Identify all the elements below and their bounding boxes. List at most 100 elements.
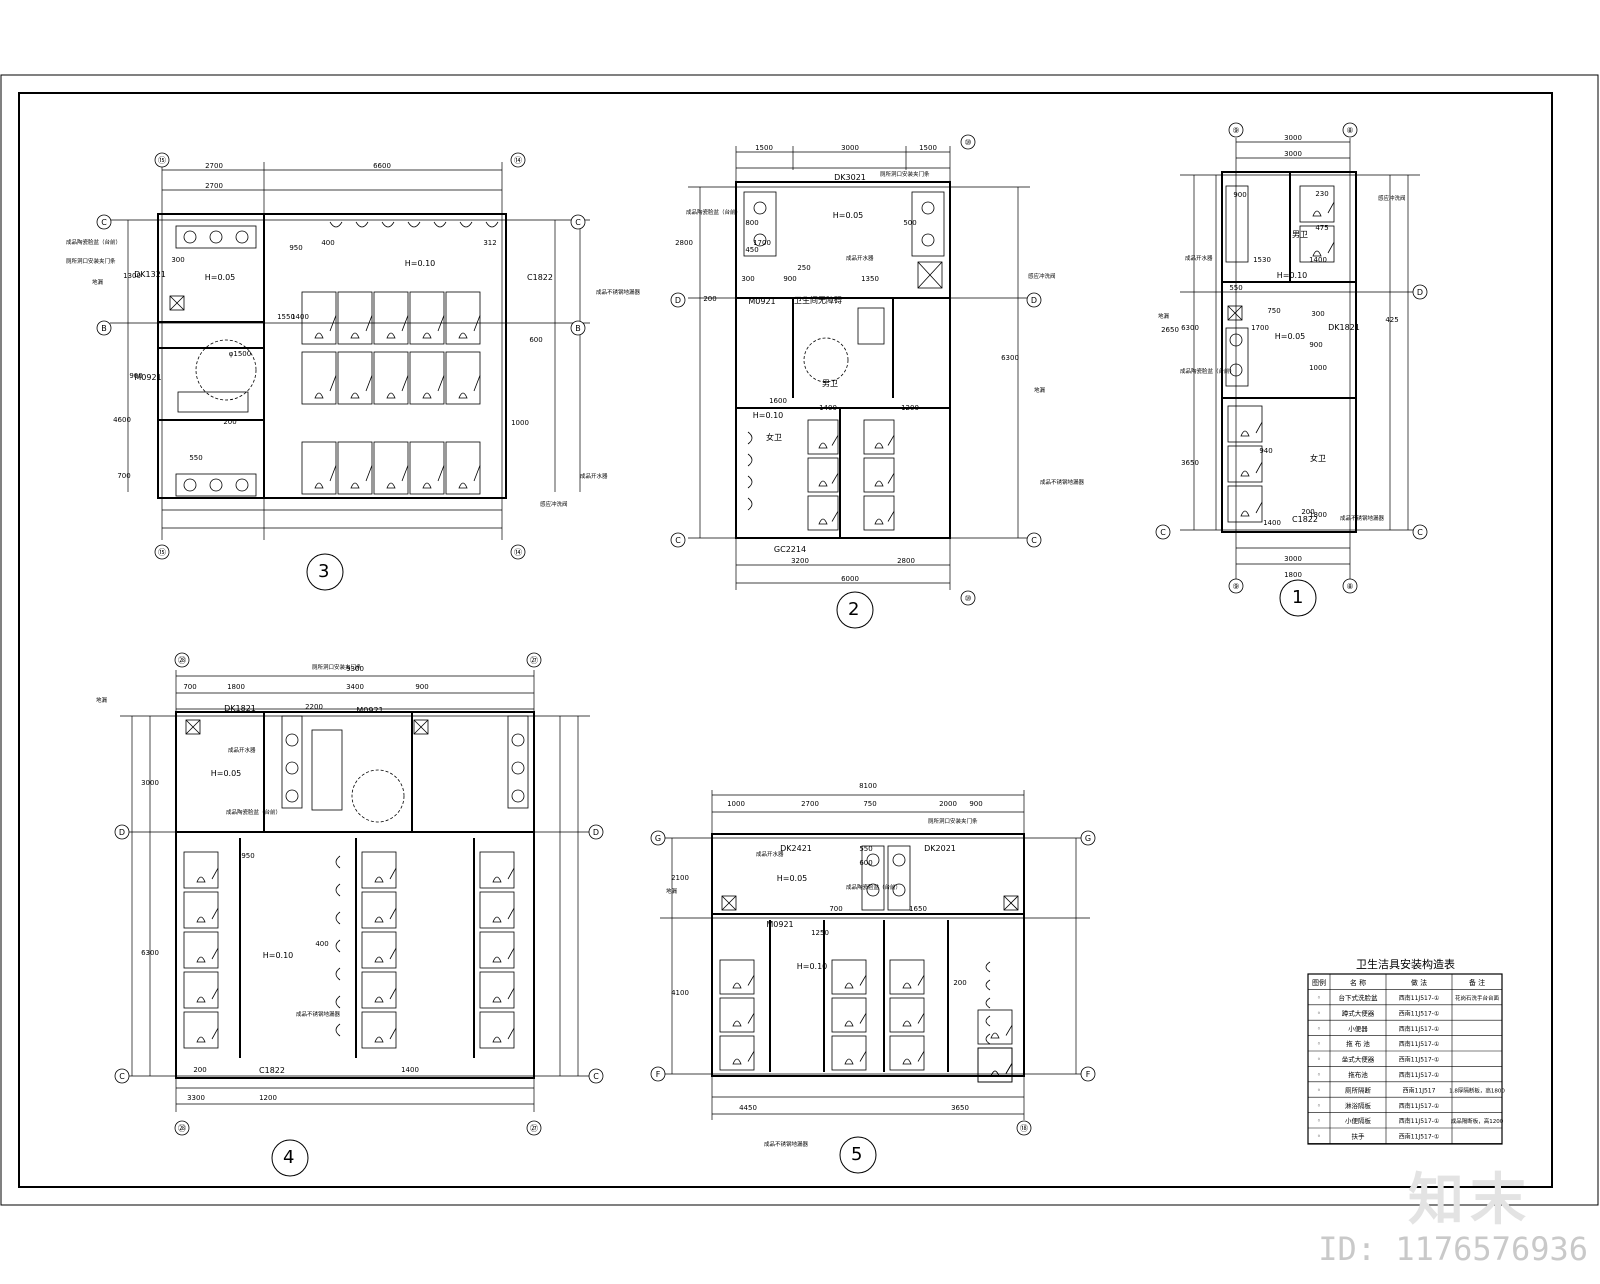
- dimension-text: 900: [415, 683, 428, 691]
- toilet-icon: [492, 1036, 502, 1043]
- toilet-icon: [458, 482, 468, 489]
- stall: [361, 931, 397, 969]
- urinal-icon: [381, 221, 395, 228]
- dimension-text: 1650: [909, 905, 927, 913]
- door-swing: [437, 375, 445, 392]
- callout-note: 成品开水器: [228, 746, 256, 754]
- door-swing: [747, 1051, 755, 1062]
- callout-note: 地漏: [96, 696, 108, 704]
- callout-note: 厕所洞口安装夹门条: [66, 257, 116, 265]
- room-label: 女卫: [1310, 453, 1326, 463]
- door-swing: [329, 315, 337, 332]
- room-label: DK2421: [780, 844, 812, 853]
- dimension-text: 2200: [305, 703, 323, 711]
- stall: [831, 959, 867, 995]
- grid-bubble-label: C: [575, 218, 581, 227]
- stall: [479, 851, 515, 889]
- grid-bubble-label: ⑨: [1232, 582, 1239, 591]
- dimension-text: 900: [1309, 341, 1322, 349]
- door-swing: [211, 908, 219, 920]
- table-cell-method: 西南11J517-①: [1399, 1071, 1439, 1079]
- table-header: 图例: [1312, 978, 1326, 987]
- toilet-icon: [196, 996, 206, 1003]
- door-swing: [389, 948, 397, 960]
- stall: [361, 971, 397, 1009]
- dimension-text: 4450: [739, 1104, 757, 1112]
- room-label: H=0.10: [753, 411, 784, 420]
- stall: [863, 419, 895, 455]
- toilet-icon: [374, 956, 384, 963]
- callout-note: 成品不锈钢地漏器: [296, 1010, 341, 1018]
- dimension-text: 600: [529, 336, 542, 344]
- dimension-text: 200: [1301, 508, 1314, 516]
- door-swing: [1255, 462, 1263, 474]
- table-cell-method: 西南11J517-①: [1399, 1056, 1439, 1064]
- stall: [479, 1011, 515, 1049]
- stall: [1299, 185, 1335, 223]
- door-swing: [401, 315, 409, 332]
- plan-number-label-1: 1: [1292, 587, 1304, 608]
- urinal-icon: [335, 995, 341, 1009]
- dimension-text: 900: [1233, 191, 1246, 199]
- room-label: 卫生间无障碍: [794, 295, 842, 305]
- toilet-icon: [350, 392, 360, 399]
- door-swing: [887, 473, 895, 484]
- dimension-text: 1200: [901, 404, 919, 412]
- table-cell-name: 台下式洗脸盆: [1339, 993, 1379, 1002]
- toilet-icon: [374, 916, 384, 923]
- callout-note: 成品陶瓷脸盆（台前）: [846, 883, 901, 891]
- door-swing: [1255, 502, 1263, 514]
- dimension-text: 6600: [373, 162, 391, 170]
- door-swing: [389, 908, 397, 920]
- callout-note: 成品不锈钢地漏器: [764, 1140, 809, 1148]
- toilet-icon: [350, 332, 360, 339]
- grid-bubble-label: ㉗: [530, 1124, 538, 1133]
- dimension-text: 1530: [1253, 256, 1271, 264]
- toilet-icon: [1312, 250, 1322, 257]
- toilet-icon: [874, 518, 884, 525]
- urinal-icon: [985, 961, 991, 973]
- toilet-icon: [844, 982, 854, 989]
- grid-bubble-label: ⑩: [964, 594, 971, 603]
- dimension-text: 200: [953, 979, 966, 987]
- dimension-text: 700: [829, 905, 842, 913]
- plan-2: [670, 134, 1042, 629]
- callout-note: 厕所洞口安装夹门条: [312, 663, 362, 671]
- room-label: GC2214: [774, 545, 806, 554]
- dimension-text: 1500: [755, 144, 773, 152]
- room-label: H=0.05: [1275, 332, 1306, 341]
- stall: [889, 959, 925, 995]
- room-label: 男卫: [822, 379, 838, 388]
- toilet-icon: [732, 982, 742, 989]
- door-swing: [507, 908, 515, 920]
- stall: [445, 291, 481, 345]
- door-swing: [389, 988, 397, 1000]
- callout-note: 成品陶瓷脸盆（台前）: [1180, 367, 1235, 375]
- door-swing: [831, 473, 839, 484]
- door-swing: [747, 975, 755, 986]
- dimension-text: 800: [745, 219, 758, 227]
- dimension-text: 750: [863, 800, 876, 808]
- door-swing: [859, 975, 867, 986]
- stall: [719, 959, 755, 995]
- room-label: DK2021: [924, 844, 956, 853]
- table-cell-method: 西南11J517-①: [1399, 1102, 1439, 1110]
- dimension-text: 1400: [401, 1066, 419, 1074]
- stall: [445, 351, 481, 405]
- stall: [361, 851, 397, 889]
- urinal-icon: [747, 497, 753, 511]
- room-label: M0921: [356, 706, 383, 715]
- stall: [831, 1035, 867, 1071]
- legend-symbol: ◦: [1317, 994, 1321, 1002]
- toilet-icon: [732, 1020, 742, 1027]
- dimension-text: 1400: [1309, 256, 1327, 264]
- grid-bubble-label: F: [1086, 1070, 1091, 1079]
- toilet-icon: [492, 996, 502, 1003]
- urinal-icon: [747, 475, 753, 489]
- dimension-text: 3000: [1284, 555, 1302, 563]
- room-label: H=0.05: [211, 769, 242, 778]
- dimension-text: 400: [315, 940, 328, 948]
- stall: [183, 931, 219, 969]
